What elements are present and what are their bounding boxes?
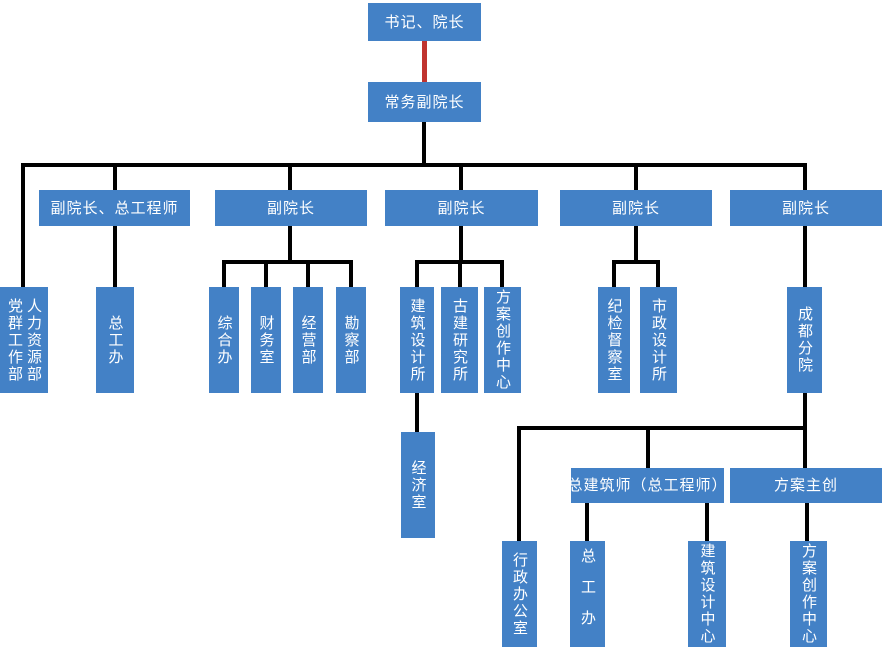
- connector-president-execvp: [422, 41, 427, 82]
- connector-vp3-municipal: [656, 260, 660, 287]
- node-ancient-arch-institute-label: 古建研究所: [451, 297, 469, 383]
- connector-vp3-bar: [612, 260, 660, 264]
- node-operations-dept-label: 经营部: [299, 314, 318, 366]
- node-discipline-office-label: 纪检督察室: [605, 297, 624, 383]
- connector-vpce-chiefengoffice: [113, 226, 117, 287]
- connector-vp2-schemecenter: [500, 260, 504, 287]
- connector-vp1-operationsdept: [306, 260, 310, 287]
- connector-trunk-vp2: [459, 163, 463, 190]
- connector-archdesign-economyoffice: [415, 393, 419, 432]
- node-vp3: 副院长: [560, 190, 712, 226]
- node-vp1-label: 副院长: [266, 198, 315, 217]
- connector-chiefarchitect-chiefengoffice: [585, 503, 589, 541]
- node-economy-office-label: 经济室: [409, 459, 428, 511]
- connector-trunk-vp1: [288, 163, 292, 190]
- node-admin-office: 行政办公室: [502, 541, 537, 647]
- node-vp4-label: 副院长: [781, 198, 830, 217]
- node-vp4: 副院长: [730, 190, 882, 226]
- connector-trunk-partymass: [21, 163, 25, 287]
- connector-vp1-stub: [288, 226, 292, 262]
- node-president: 书记、院长: [368, 3, 481, 41]
- connector-chengdubranch-bar: [517, 426, 807, 430]
- node-discipline-office: 纪检督察室: [598, 287, 630, 393]
- connector-vp1-bar: [222, 260, 353, 264]
- connector-trunk-bar: [21, 163, 807, 167]
- node-admin-office-label: 行政办公室: [511, 551, 529, 637]
- node-vp1: 副院长: [215, 190, 367, 226]
- connector-vp3-discipline: [612, 260, 616, 287]
- node-president-label: 书记、院长: [384, 12, 465, 31]
- node-municipal-design-institute-label: 市政设计所: [650, 297, 668, 383]
- node-chief-architect-label: 总建筑师（总工程师）: [567, 476, 728, 494]
- node-general-office-label: 综合办: [215, 314, 234, 366]
- node-hr-label: 人力资源部: [25, 297, 43, 383]
- node-municipal-design-institute: 市政设计所: [640, 287, 677, 393]
- connector-vp1-generaloffice: [222, 260, 226, 287]
- node-chief-eng-office-branch: 总工办: [570, 541, 605, 647]
- node-general-office: 综合办: [209, 287, 239, 393]
- node-chief-architect: 总建筑师（总工程师）: [568, 468, 727, 503]
- node-chief-eng-office-branch-label: 总工办: [579, 547, 597, 641]
- node-scheme-creation-center: 方案创作中心: [484, 287, 521, 393]
- connector-trunk-vpce: [113, 163, 117, 190]
- node-economy-office: 经济室: [401, 432, 435, 538]
- node-vp2-label: 副院长: [437, 198, 486, 217]
- connector-trunk-vp4: [803, 163, 807, 190]
- node-vp2: 副院长: [385, 190, 538, 226]
- node-partymass-hr: 党群工作部 人力资源部: [0, 287, 48, 393]
- node-scheme-lead-label: 方案主创: [773, 476, 838, 494]
- node-survey-dept: 勘察部: [336, 287, 366, 393]
- node-exec-vp-label: 常务副院长: [384, 92, 465, 111]
- connector-trunk-vp3: [634, 163, 638, 190]
- node-partymass-label: 党群工作部: [6, 297, 24, 383]
- node-survey-dept-label: 勘察部: [342, 314, 361, 366]
- node-finance-office-label: 财务室: [257, 314, 276, 366]
- node-scheme-creation-center-label: 方案创作中心: [494, 289, 512, 391]
- node-vp3-label: 副院长: [611, 198, 660, 217]
- connector-chengdubranch-chiefarchitect: [646, 426, 650, 468]
- connector-schemelead-schemecenter: [805, 503, 809, 541]
- node-arch-design-center-label: 建筑设计中心: [698, 543, 717, 645]
- connector-vp1-financeoffice: [264, 260, 268, 287]
- connector-chiefarchitect-archdesigncenter: [705, 503, 709, 541]
- connector-chengdubranch-schemelead: [803, 426, 807, 468]
- node-scheme-creation-center-branch-label: 方案创作中心: [800, 543, 818, 645]
- node-chief-eng-office: 总工办: [96, 287, 134, 393]
- connector-chengdubranch-stub: [803, 393, 807, 430]
- node-vp-chief-engineer: 副院长、总工程师: [39, 190, 190, 226]
- connector-vp2-ancientarch: [458, 260, 462, 287]
- node-chief-eng-office-label: 总工办: [106, 314, 125, 366]
- node-chengdu-branch-label: 成都分院: [796, 306, 814, 374]
- connector-chengdubranch-adminoffice: [517, 426, 521, 541]
- node-exec-vp: 常务副院长: [368, 82, 481, 122]
- connector-vp1-surveydept: [349, 260, 353, 287]
- node-scheme-creation-center-branch: 方案创作中心: [790, 541, 827, 647]
- node-scheme-lead: 方案主创: [730, 468, 882, 503]
- node-finance-office: 财务室: [251, 287, 281, 393]
- connector-vp2-archdesign: [415, 260, 419, 287]
- node-arch-design-institute: 建筑设计所: [400, 287, 434, 393]
- connector-execvp-trunk: [422, 122, 426, 167]
- node-ancient-arch-institute: 古建研究所: [441, 287, 478, 393]
- connector-vp3-stub: [634, 226, 638, 262]
- node-vp-chief-engineer-label: 副院长、总工程师: [50, 198, 179, 217]
- connector-vp2-stub: [459, 226, 463, 262]
- node-chengdu-branch: 成都分院: [787, 287, 822, 393]
- connector-vp4-chengdubranch: [803, 226, 807, 287]
- node-arch-design-institute-label: 建筑设计所: [408, 297, 427, 383]
- node-arch-design-center: 建筑设计中心: [688, 541, 726, 647]
- node-operations-dept: 经营部: [293, 287, 323, 393]
